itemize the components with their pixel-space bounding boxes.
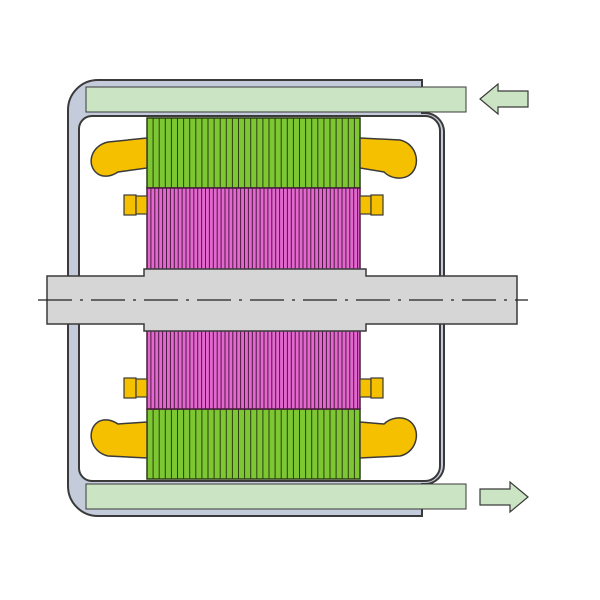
stator-core-top [146, 117, 361, 189]
end-ring-top-left [123, 194, 148, 216]
rotor-laminations-bottom [150, 330, 359, 409]
end-ring-bottom-right [359, 377, 384, 399]
motor-housing [67, 79, 445, 517]
coolant-channel-top [85, 86, 467, 113]
end-winding-bottom-right [359, 417, 418, 459]
end-ring-bottom-left [123, 377, 148, 399]
end-winding-top-right [359, 137, 418, 179]
stator-laminations-bottom [152, 409, 355, 479]
arrow-left-icon [479, 82, 529, 116]
stator-laminations-top [152, 118, 355, 188]
rotor-core-bottom [146, 329, 361, 410]
end-ring-top-right [359, 194, 384, 216]
coolant-channel-bottom [85, 483, 467, 510]
stator-core-bottom [146, 408, 361, 480]
end-winding-bottom-left [90, 419, 148, 459]
rotor-core-top [146, 187, 361, 271]
arrow-right-icon [479, 480, 529, 514]
rotor-laminations-top [150, 188, 359, 270]
end-winding-top-left [90, 137, 148, 177]
